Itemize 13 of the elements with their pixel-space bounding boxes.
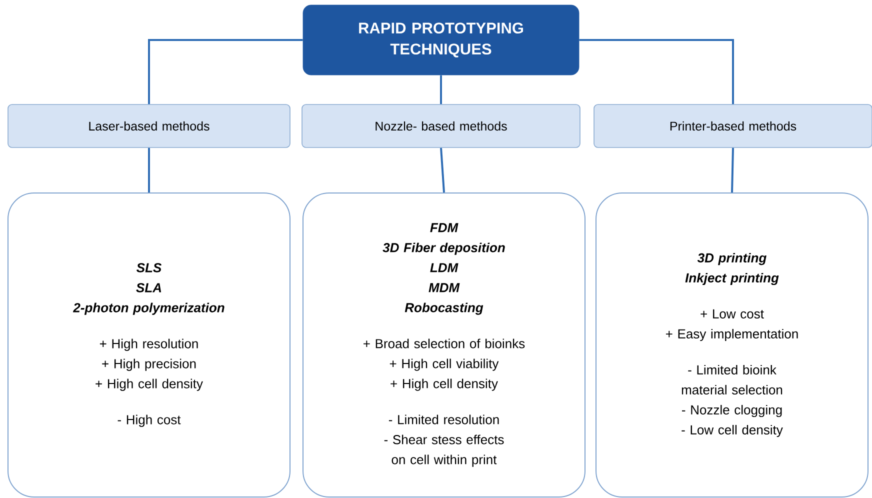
- connector-line: [440, 75, 442, 104]
- connector-line: [148, 39, 303, 104]
- connector-line: [148, 148, 150, 192]
- details-box: 3D printing Inkject printing + Low cost + Easy implementation - Limited bioink material selection - Nozzle clogging - Low cell density: [596, 192, 869, 498]
- category-box: Nozzle- based methods: [302, 104, 580, 148]
- details-box: FDM 3D Fiber deposition LDM MDM Robocasting + Broad selection of bioinks + High cell viability + High cell density - Limited resolution - Shear stess effects on cell within print: [302, 192, 586, 498]
- connector-line: [579, 39, 734, 104]
- connector-line: [440, 148, 445, 193]
- category-box: Printer-based methods: [594, 104, 872, 148]
- connector-line: [731, 148, 734, 193]
- category-box: Laser-based methods: [8, 104, 290, 148]
- details-box: SLS SLA 2-photon polymerization + High resolution + High precision + High cell density - High cost: [8, 192, 290, 498]
- title-box: RAPID PROTOTYPING TECHNIQUES: [302, 4, 580, 76]
